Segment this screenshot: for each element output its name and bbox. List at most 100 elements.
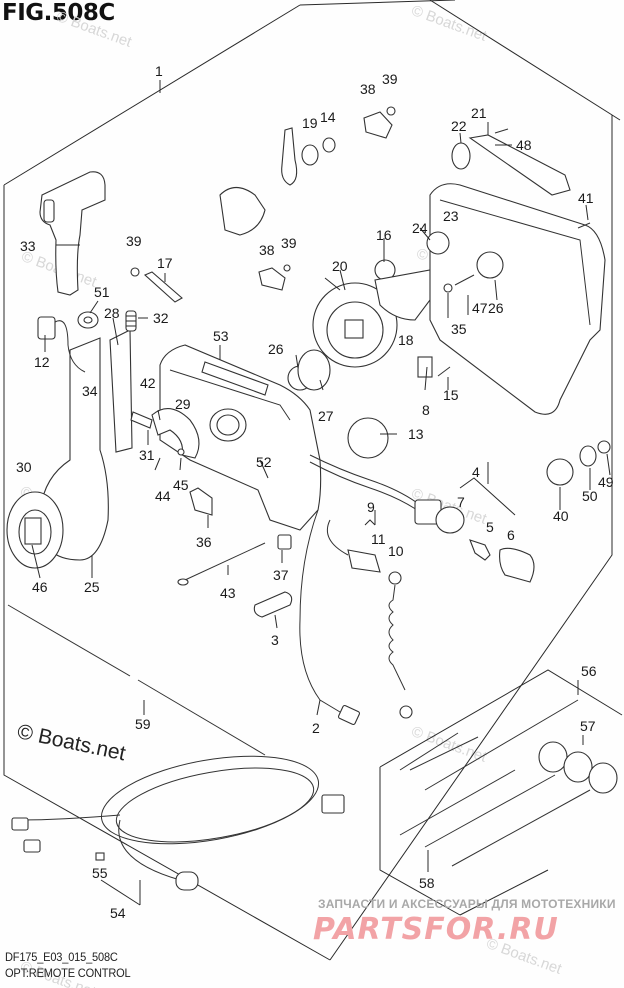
callout-15: 15 <box>443 387 459 403</box>
callout-43: 43 <box>220 585 236 601</box>
part-bushing-19 <box>301 144 319 166</box>
part-stop-switch <box>347 549 381 573</box>
callout-8: 8 <box>422 402 430 418</box>
part-throttle-bracket <box>219 186 266 236</box>
callout-41: 41 <box>578 190 594 206</box>
callout-22: 22 <box>451 118 467 134</box>
callout-25: 25 <box>84 579 100 595</box>
callout-16: 16 <box>376 227 392 243</box>
callout-13: 13 <box>408 426 424 442</box>
callout-52: 52 <box>256 454 272 470</box>
callout-38-mid: 38 <box>259 242 275 258</box>
part-clip <box>277 534 292 550</box>
callout-10: 10 <box>388 543 404 559</box>
callout-51: 51 <box>94 284 110 300</box>
callout-5: 5 <box>486 519 494 535</box>
part-key-cap <box>499 547 535 583</box>
part-plate <box>130 411 153 429</box>
part-neutral-lock-rod <box>109 329 133 453</box>
callout-6: 6 <box>507 527 515 543</box>
part-suzuki-emblem <box>24 517 42 545</box>
callout-39-left: 39 <box>126 233 142 249</box>
part-washer-50 <box>579 445 597 467</box>
callout-14: 14 <box>320 109 336 125</box>
part-oil-seal-right <box>476 251 504 279</box>
part-bracket <box>189 487 213 516</box>
figure-caption: OPT:REMOTE CONTROL <box>5 966 131 980</box>
part-trim-switch <box>37 316 56 340</box>
part-handle-grip <box>39 171 106 296</box>
part-control-lever <box>39 337 109 561</box>
callout-37: 37 <box>273 567 289 583</box>
part-ring <box>297 349 331 391</box>
callout-40: 40 <box>553 508 569 524</box>
callout-24: 24 <box>412 220 428 236</box>
part-pin <box>143 271 183 303</box>
callout-33: 33 <box>20 238 36 254</box>
callout-27: 27 <box>318 408 334 424</box>
part-seal-22 <box>451 142 471 170</box>
part-washer-35 <box>443 283 453 293</box>
callout-50: 50 <box>582 488 598 504</box>
part-block-38 <box>363 111 393 139</box>
part-washer-14 <box>322 137 336 153</box>
callout-31: 31 <box>139 447 155 463</box>
callout-39-mid: 39 <box>281 235 297 251</box>
callout-29: 29 <box>175 396 191 412</box>
part-handle-slot <box>43 199 55 223</box>
partner-tagline: ЗАПЧАСТИ И АКСЕССУАРЫ ДЛЯ МОТОТЕХНИКИ <box>318 897 616 911</box>
figure-title: FIG.508C <box>2 0 115 26</box>
callout-2: 2 <box>312 720 320 736</box>
callout-26-right: 26 <box>488 300 504 316</box>
callout-38-upper: 38 <box>360 81 376 97</box>
callout-42: 42 <box>140 375 156 391</box>
callout-53: 53 <box>213 328 229 344</box>
callout-30: 30 <box>16 459 32 475</box>
callout-56: 56 <box>581 663 597 679</box>
part-decal <box>201 361 269 396</box>
callout-46: 46 <box>32 579 48 595</box>
callout-59: 59 <box>135 716 151 732</box>
leader-lines <box>31 80 611 906</box>
part-lanyard-coil <box>388 584 406 691</box>
part-fuse <box>95 852 105 861</box>
callout-55: 55 <box>92 865 108 881</box>
part-neutral-switch <box>417 356 433 378</box>
callout-9: 9 <box>367 499 375 515</box>
callout-19: 19 <box>302 115 318 131</box>
part-lever-clamp <box>281 127 298 186</box>
callout-3: 3 <box>271 632 279 648</box>
callout-28: 28 <box>104 305 120 321</box>
part-throttle-cable <box>7 604 266 756</box>
callout-26-left: 26 <box>268 341 284 357</box>
callout-21: 21 <box>471 105 487 121</box>
callout-57: 57 <box>580 718 596 734</box>
part-nut-49 <box>597 440 611 454</box>
part-spring <box>125 310 137 332</box>
part-plate-3 <box>253 591 293 618</box>
callout-20: 20 <box>332 258 348 274</box>
part-side-cover <box>429 183 606 415</box>
part-kit-screws <box>399 699 591 867</box>
figure-code: DF175_E03_015_508C <box>5 950 118 964</box>
callout-18: 18 <box>398 332 414 348</box>
part-gear <box>426 231 450 255</box>
callout-23: 23 <box>443 208 459 224</box>
part-wiring-harness <box>11 755 345 891</box>
callout-11: 11 <box>371 531 386 547</box>
callout-34: 34 <box>82 383 98 399</box>
callout-47: 47 <box>472 300 488 316</box>
partner-logo: PARTSFOR.RU <box>313 912 559 947</box>
part-cable <box>299 509 346 716</box>
part-block-38b <box>258 267 286 291</box>
callout-49: 49 <box>598 474 614 490</box>
callout-4: 4 <box>472 464 480 480</box>
callout-labels: 1 2 3 4 5 6 7 8 9 10 11 12 13 14 15 16 1… <box>16 63 614 921</box>
callout-48: 48 <box>516 137 532 153</box>
callout-12: 12 <box>34 354 50 370</box>
part-bushing-40 <box>546 458 574 486</box>
part-long-screw <box>184 542 266 581</box>
callout-7: 7 <box>457 494 465 510</box>
